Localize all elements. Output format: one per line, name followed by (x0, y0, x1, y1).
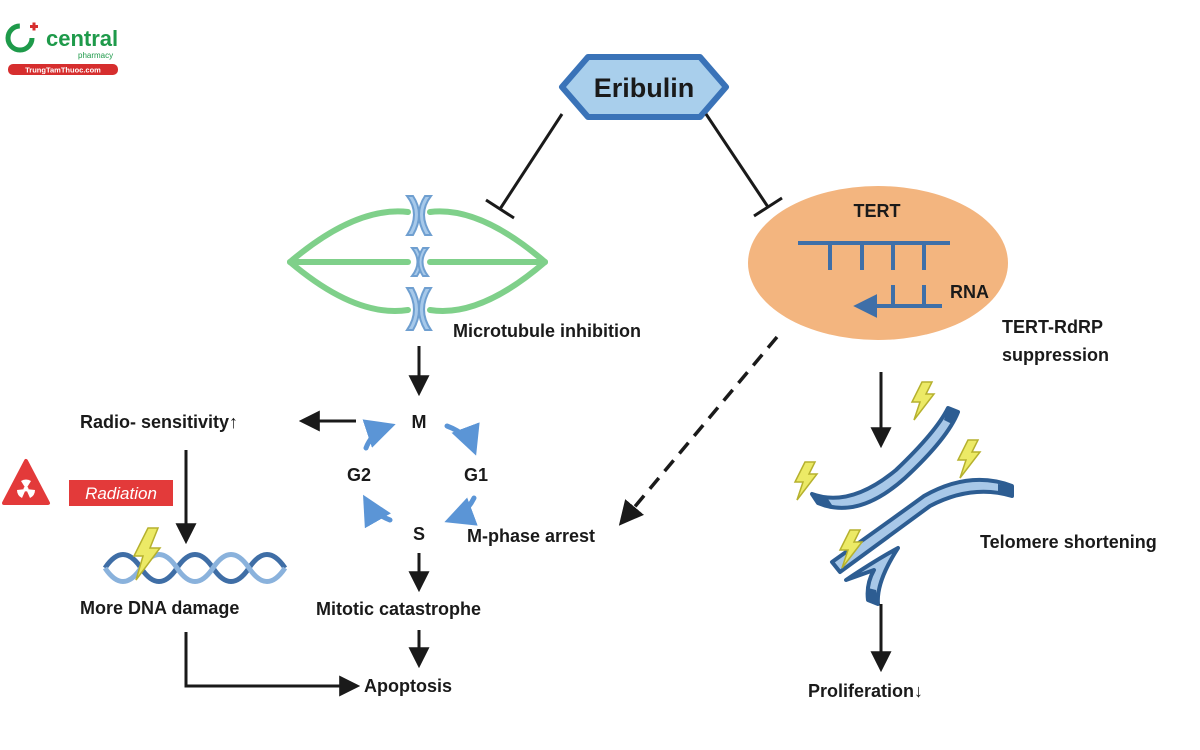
microtubule-inhibition-label: Microtubule inhibition (453, 321, 641, 341)
tert-rdrp-label: TERT-RdRP (1002, 317, 1103, 337)
radiation-warning-icon (2, 459, 50, 505)
cycle-arrow-s-g2 (363, 494, 393, 529)
cycle-arrow-g1-s (444, 495, 478, 526)
proliferation-label: Proliferation↓ (808, 681, 923, 701)
logo-sub-text: pharmacy (78, 51, 113, 60)
telomere-shortening-label: Telomere shortening (980, 532, 1157, 552)
chromosomes-icon (404, 195, 434, 331)
cell-cycle: M G1 S G2 (347, 412, 488, 544)
telomere-lightning-icons (793, 381, 982, 569)
inhibition-to-tert (704, 113, 783, 218)
eribulin-label: Eribulin (594, 73, 695, 103)
suppression-label: suppression (1002, 345, 1109, 365)
logo-url-text: TrungTamThuoc.com (25, 66, 101, 75)
phase-m: M (412, 412, 427, 432)
logo-brand-text: central (46, 26, 118, 51)
cycle-arrow-g2-m (362, 419, 396, 451)
phase-s: S (413, 524, 425, 544)
tert-complex: TERT RNA (748, 186, 1008, 340)
logo-url-bar (8, 64, 118, 75)
dashed-arrow-tert-to-arrest (618, 335, 779, 526)
inhibition-to-spindle (485, 113, 564, 220)
radiosensitivity-label: Radio- sensitivity↑ (80, 412, 238, 432)
dna-damage-label: More DNA damage (80, 598, 239, 618)
m-phase-arrest-label: M-phase arrest (467, 526, 595, 546)
logo-ring-icon (5, 23, 35, 53)
tert-label: TERT (854, 201, 901, 221)
dna-lightning-icon (132, 527, 162, 581)
radiation-label: Radiation (85, 484, 157, 503)
arrow-dna-to-apoptosis (184, 632, 361, 697)
telomere-icon (793, 381, 1014, 606)
apoptosis-label: Apoptosis (364, 676, 452, 696)
phase-g1: G1 (464, 465, 488, 485)
cycle-arrow-m-g1 (444, 422, 480, 456)
mitotic-spindle: Microtubule inhibition (287, 195, 641, 341)
rna-label: RNA (950, 282, 989, 302)
eribulin-box: Eribulin (559, 54, 729, 120)
phase-g2: G2 (347, 465, 371, 485)
mitotic-catastrophe-label: Mitotic catastrophe (316, 599, 481, 619)
central-pharmacy-logo: central pharmacy TrungTamThuoc.com (5, 22, 118, 75)
dna-helix-icon (102, 527, 288, 584)
radiation-badge (69, 480, 173, 506)
